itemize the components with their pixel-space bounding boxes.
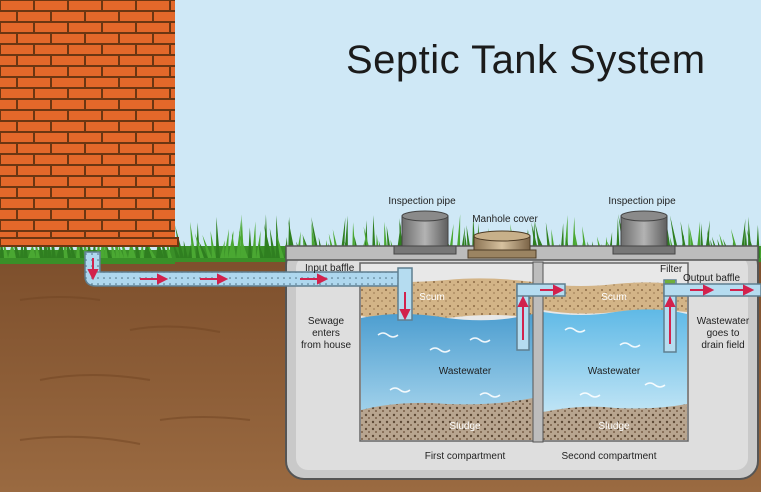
grass-blade: [183, 240, 188, 258]
label-inspection-pipe-right: Inspection pipe: [608, 196, 676, 207]
grass-blade: [269, 228, 276, 258]
grass-blade: [248, 227, 252, 258]
label-input-baffle: Input baffle: [305, 263, 355, 274]
inspection-pipe-right: [612, 210, 676, 255]
grass-blade: [140, 239, 144, 258]
manhole-cover-shape: [467, 230, 537, 259]
water-left: [361, 314, 533, 410]
grass-blade: [20, 236, 24, 258]
label-sludge-right: Sludge: [598, 421, 630, 432]
grass-blade: [236, 220, 241, 258]
grass-blade: [216, 216, 220, 258]
divider-wall: [532, 261, 544, 443]
soil-texture: [19, 296, 751, 471]
water-ripples: [377, 327, 666, 398]
scum-layer-right: [543, 282, 687, 314]
grass-blade: [220, 240, 225, 258]
inspection-pipe-left: [393, 210, 457, 255]
grass-blade: [258, 242, 264, 258]
label-first-compartment: First compartment: [424, 451, 506, 462]
diagram-title: Septic Tank System: [346, 38, 706, 82]
grass-blade: [264, 223, 272, 258]
label-manhole-cover: Manhole cover: [472, 214, 538, 225]
wall-sill: [0, 237, 179, 247]
grass-blade: [210, 230, 216, 258]
flow-arrows: [87, 258, 755, 344]
label-wastewater-goes: Wastewater goes to drain field: [696, 316, 750, 351]
grass-blade: [175, 225, 184, 258]
label-scum-left: Scum: [419, 292, 445, 303]
grass-blade: [276, 232, 284, 258]
grass-blade: [198, 241, 208, 258]
label-wastewater-right: Wastewater: [587, 366, 641, 377]
sludge-layer-left: [361, 398, 533, 440]
grass-blade: [118, 243, 124, 258]
label-sewage-enters: Sewage enters from house: [300, 316, 352, 351]
grass-blade: [194, 233, 204, 258]
grass-blade: [252, 221, 256, 258]
grass-blade: [190, 221, 196, 258]
label-scum-right: Scum: [601, 292, 627, 303]
grass-blade: [188, 243, 192, 258]
label-sludge-left: Sludge: [449, 421, 481, 432]
brick-wall: [0, 0, 175, 241]
grass-blade: [224, 229, 229, 258]
label-output-baffle: Output baffle: [683, 273, 741, 284]
label-second-compartment: Second compartment: [561, 451, 657, 462]
grass-blade: [238, 230, 248, 258]
label-filter: Filter: [660, 264, 683, 275]
label-wastewater-left: Wastewater: [438, 366, 492, 377]
sludge-layer-right: [543, 404, 687, 440]
grass-blade: [231, 231, 236, 258]
label-inspection-pipe-left: Inspection pipe: [388, 196, 456, 207]
water-right: [543, 309, 687, 412]
grass-blade: [202, 234, 212, 258]
